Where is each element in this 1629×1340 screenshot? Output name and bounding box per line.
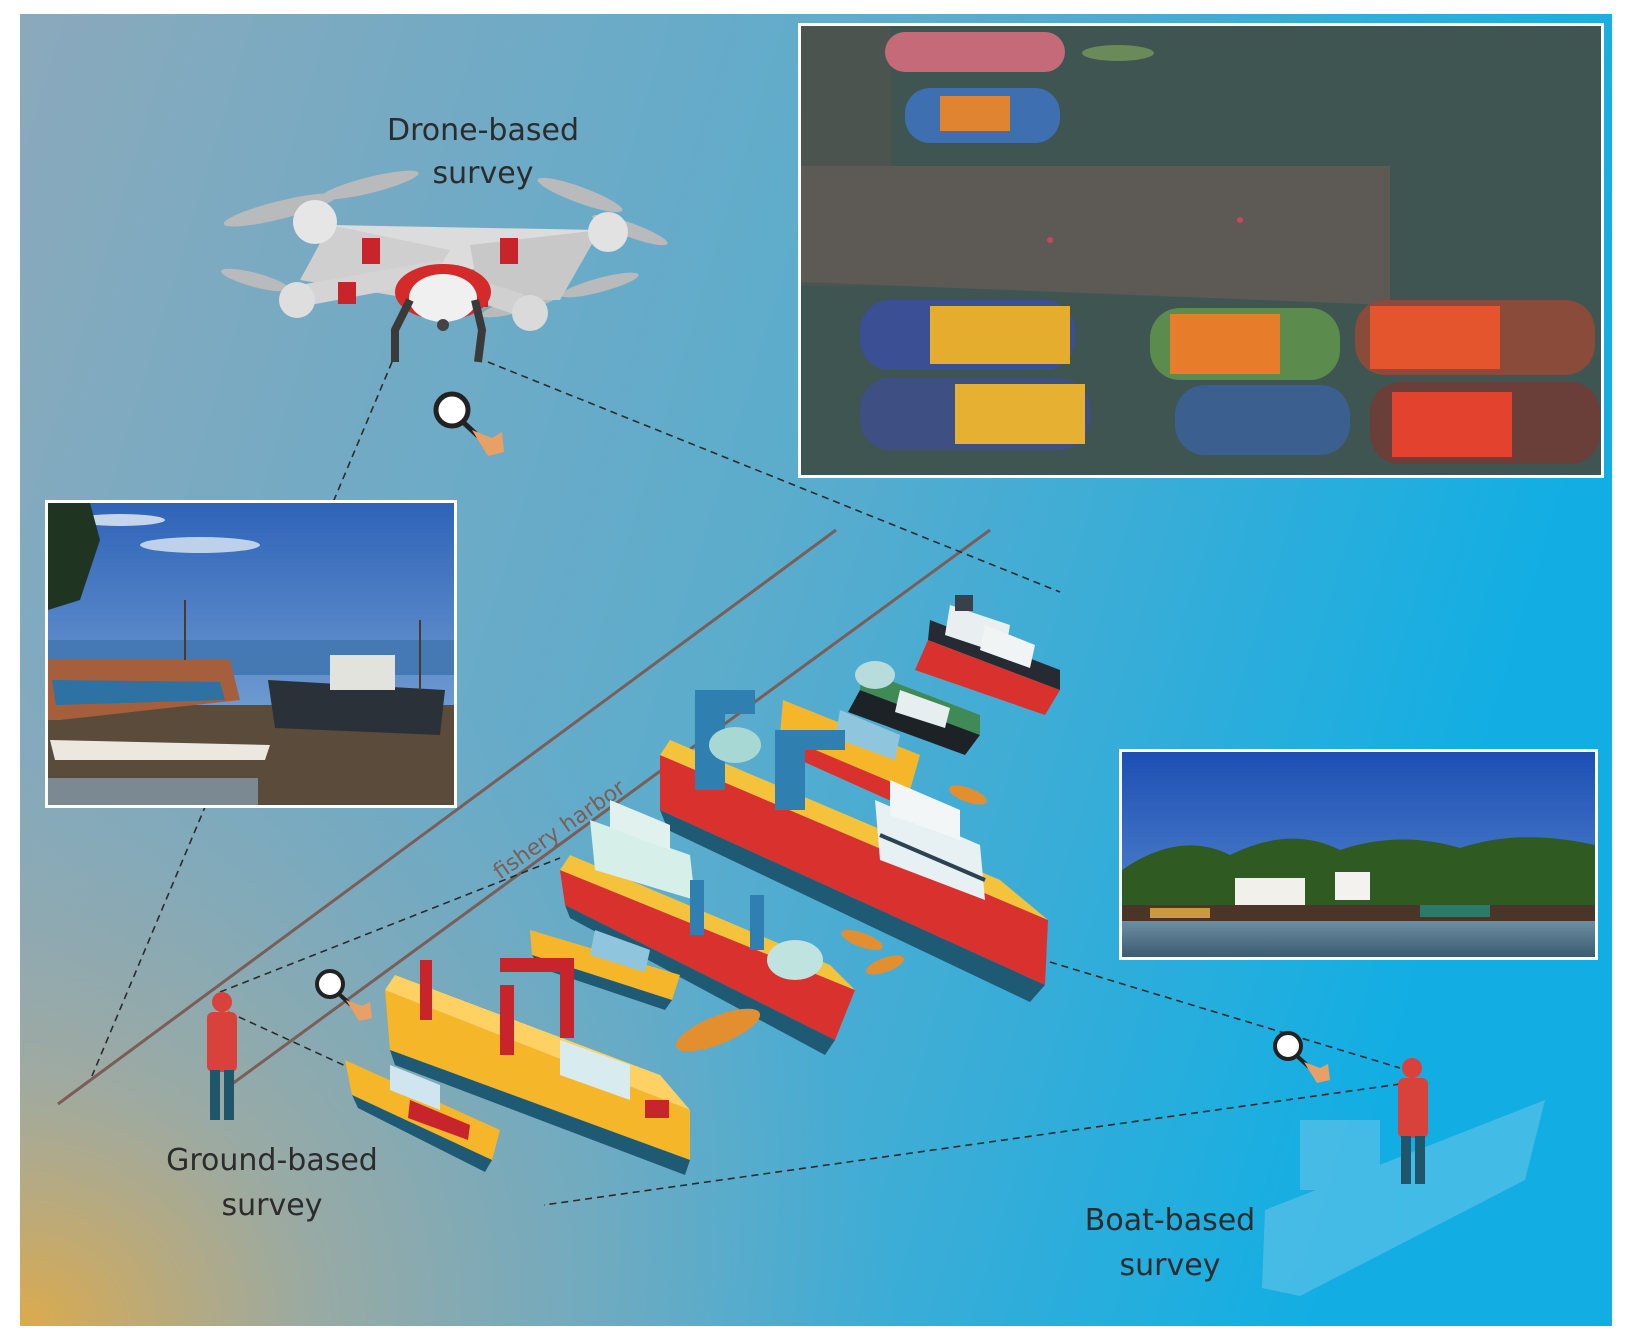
ground-photo: [45, 500, 457, 808]
boat-black: [848, 661, 980, 755]
boat-yellow-crane: [385, 958, 690, 1175]
boat-cyan-ship: [560, 800, 855, 1055]
magnifier-icon: [315, 969, 372, 1021]
boat-silhouette-icon: [1262, 1100, 1545, 1296]
boat-small-front: [345, 1060, 500, 1172]
boat-red-ship: [660, 690, 1048, 1002]
person-icon: [1398, 1058, 1428, 1184]
boat-white-trawler: [915, 595, 1060, 715]
drone-icon: [221, 170, 668, 363]
svg-text:Drone-based: Drone-based: [387, 113, 579, 148]
svg-text:survey: survey: [1120, 1248, 1221, 1283]
svg-text:Ground-based: Ground-based: [166, 1143, 378, 1178]
boat-yellow-small: [780, 700, 920, 805]
magnifier-icon: [433, 391, 504, 456]
magnifier-icon: [1273, 1031, 1330, 1083]
aerial-photo: [798, 23, 1604, 478]
ground-survey-label: Ground-based survey: [166, 1143, 378, 1223]
boat-photo: [1119, 749, 1598, 960]
boats-illustration: [345, 595, 1060, 1175]
person-icon: [207, 992, 237, 1120]
svg-text:survey: survey: [433, 156, 534, 191]
drone-survey-label: Drone-based survey: [387, 113, 579, 191]
harbor-boundary-line: [57, 528, 837, 1106]
boat-survey-label: Boat-based survey: [1085, 1203, 1255, 1283]
svg-text:survey: survey: [222, 1188, 323, 1223]
svg-text:Boat-based: Boat-based: [1085, 1203, 1255, 1238]
